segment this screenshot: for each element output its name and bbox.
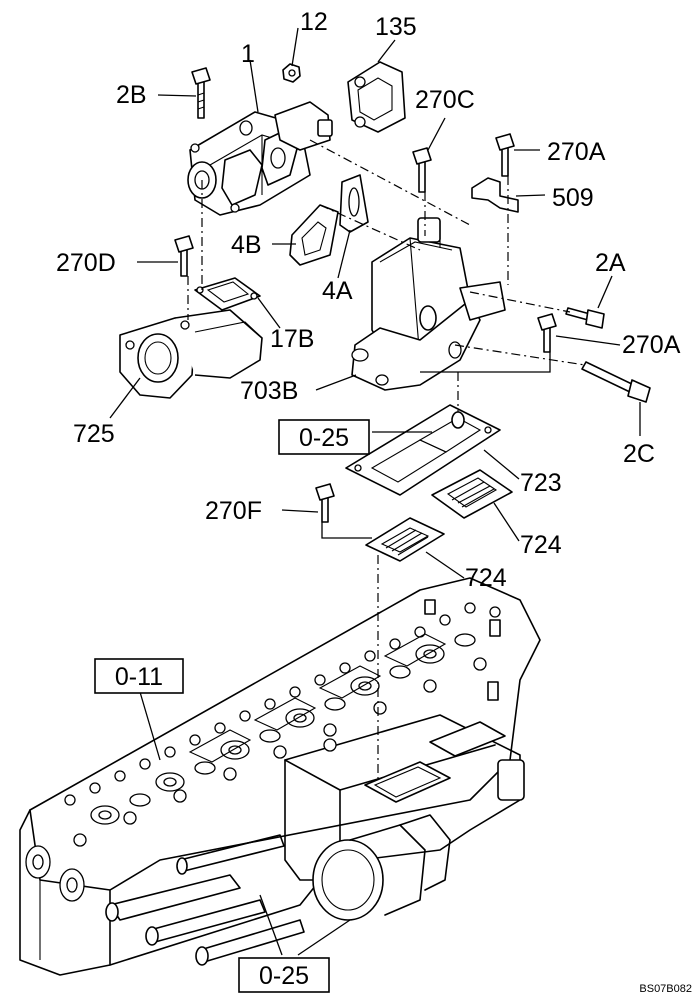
callout-270c: 270C (415, 86, 475, 114)
callout-723: 723 (520, 469, 562, 497)
callout-2b: 2B (116, 81, 147, 109)
intake-manifold (105, 714, 525, 966)
callout-724-bottom: 724 (465, 564, 507, 592)
bolt-2c (581, 361, 651, 403)
reference-box-bottom[interactable]: 0-25 (238, 957, 330, 993)
callout-1: 1 (241, 40, 255, 68)
gasket-724-right (431, 469, 513, 519)
head-valve-ports (90, 633, 476, 825)
housing-703b (351, 217, 506, 391)
callout-703b: 703B (240, 377, 298, 405)
bolt-2b (191, 67, 211, 119)
callout-4a: 4A (322, 277, 353, 305)
bolt-270a-top (495, 133, 515, 177)
callout-135: 135 (375, 13, 417, 41)
leader-lines (109, 27, 641, 956)
head-bolt-holes (64, 602, 501, 847)
nut-12 (282, 63, 301, 83)
bolt-270c (412, 147, 432, 193)
gasket-17b (194, 277, 261, 311)
callout-2a: 2A (595, 249, 626, 277)
callout-labels: 12 135 1 2B 270C 270A 509 2A 270D 4B 4A … (56, 8, 681, 592)
bracket-135 (347, 61, 406, 133)
gasket-4a (339, 174, 369, 233)
bolt-2a (565, 307, 605, 329)
callout-12: 12 (300, 8, 328, 36)
gasket-723 (345, 404, 501, 496)
gasket-4b (289, 204, 339, 266)
callout-270a-mid: 270A (622, 331, 681, 359)
callout-4b: 4B (231, 231, 262, 259)
callout-17b: 17B (270, 325, 314, 353)
callout-724-right: 724 (520, 531, 562, 559)
gasket-724-bottom (365, 517, 445, 562)
callout-270d: 270D (56, 249, 116, 277)
bracket-509 (471, 177, 519, 213)
reference-box-mid[interactable]: 0-25 (278, 419, 370, 455)
callout-509: 509 (552, 184, 594, 212)
callout-2c: 2C (623, 440, 655, 468)
callout-270a-top: 270A (547, 138, 606, 166)
adapter-725 (119, 309, 263, 399)
reference-box-011[interactable]: 0-11 (94, 658, 184, 694)
drawing-code: BS07B082 (639, 983, 692, 995)
bolt-270a-mid (537, 313, 557, 353)
cylinder-head (19, 577, 541, 976)
ref-0-25-bottom: 0-25 (259, 962, 309, 990)
ref-0-25-mid: 0-25 (299, 424, 349, 452)
egr-valve (187, 101, 333, 216)
callout-725: 725 (73, 420, 115, 448)
ref-0-11: 0-11 (115, 663, 163, 691)
bolt-270f (315, 483, 335, 523)
callout-270f: 270F (205, 497, 262, 525)
bolt-270d (174, 235, 194, 277)
